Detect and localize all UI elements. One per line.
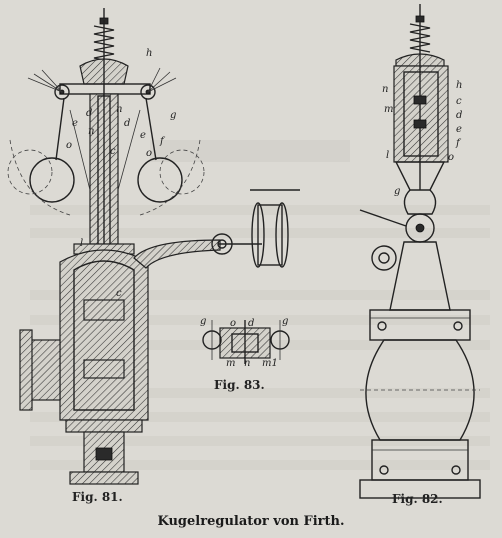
fig82-letter-g: g: [394, 186, 401, 197]
fig83-drawing: [202, 320, 290, 364]
fig81-letter-o2: o: [146, 148, 153, 159]
fig82-label: Fig. 82.: [392, 492, 443, 506]
plate-caption: Kugelregulator von Firth.: [157, 514, 345, 529]
fig83-letter-g: g: [200, 316, 207, 327]
fig82-letter-f: f: [456, 138, 460, 149]
fig83-letter-d: d: [248, 318, 255, 329]
fig81-letter-c: c: [116, 288, 122, 299]
bracket-assembly: [133, 189, 300, 269]
fig82-drawing: [359, 4, 481, 499]
fig81-letter-h: h: [146, 48, 153, 59]
fig83-letter-m: m: [226, 358, 236, 369]
fig82-letter-n: n: [382, 84, 389, 95]
fig82-letter-m: m: [384, 104, 394, 115]
fig81-letter-l: l: [80, 238, 84, 249]
fig81-letter-e2: e: [72, 118, 78, 129]
fig83-letter-o: o: [230, 318, 237, 329]
fig82-letter-c: c: [456, 96, 462, 107]
fig81-letter-g: g: [170, 110, 177, 121]
fig83-letter-g2: g: [282, 316, 289, 327]
fig81-letter-o: o: [66, 140, 73, 151]
fig82-letter-h: h: [456, 80, 463, 91]
fig81-letter-f: f: [160, 136, 164, 147]
fig81-letter-e: e: [140, 130, 146, 141]
fig83-letter-n: n: [244, 358, 251, 369]
fig81-drawing: [7, 8, 205, 485]
fig83-letter-m1: m1: [262, 358, 278, 369]
fig81-letter-c2: c: [110, 146, 116, 157]
fig82-letter-e: e: [456, 124, 462, 135]
fig81-letter-n2: n: [88, 126, 95, 137]
fig83-label: Fig. 83.: [214, 378, 265, 392]
fig81-letter-d2: d: [86, 108, 93, 119]
fig81-letter-n: n: [116, 104, 123, 115]
fig82-letter-l: l: [386, 150, 390, 161]
fig82-letter-d: d: [456, 110, 463, 121]
fig81-label: Fig. 81.: [72, 490, 123, 504]
fig81-letter-d: d: [124, 118, 131, 129]
fig82-letter-o: o: [448, 152, 455, 163]
